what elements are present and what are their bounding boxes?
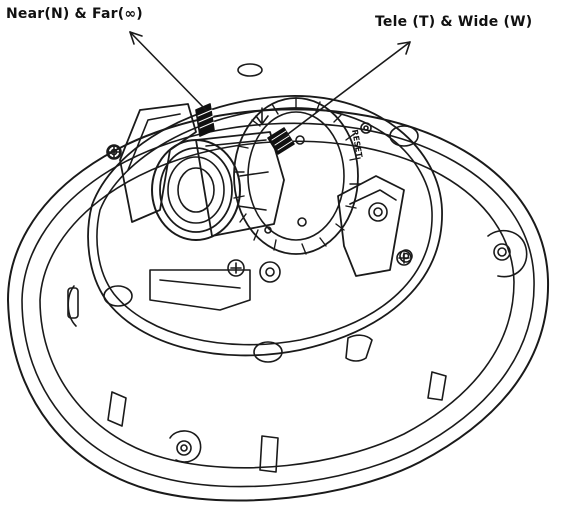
- gimbal-bracket: [119, 103, 405, 311]
- screw-heads: [106, 144, 412, 266]
- base-ribs: [107, 371, 447, 473]
- lens-assembly: [151, 131, 285, 241]
- direction-arrow-icon: [255, 107, 269, 125]
- mounting-tabs: [67, 229, 528, 463]
- focus-lever: [195, 103, 215, 137]
- zoom-callout-label: Tele (T) & Wide (W): [375, 14, 533, 30]
- dome-base-shell: [7, 108, 550, 502]
- zoom-gear-ring: [233, 97, 361, 255]
- focus-callout-line: [129, 31, 207, 111]
- focus-callout-label: Near(N) & Far(∞): [6, 6, 143, 22]
- zoom-callout-line: [279, 41, 411, 141]
